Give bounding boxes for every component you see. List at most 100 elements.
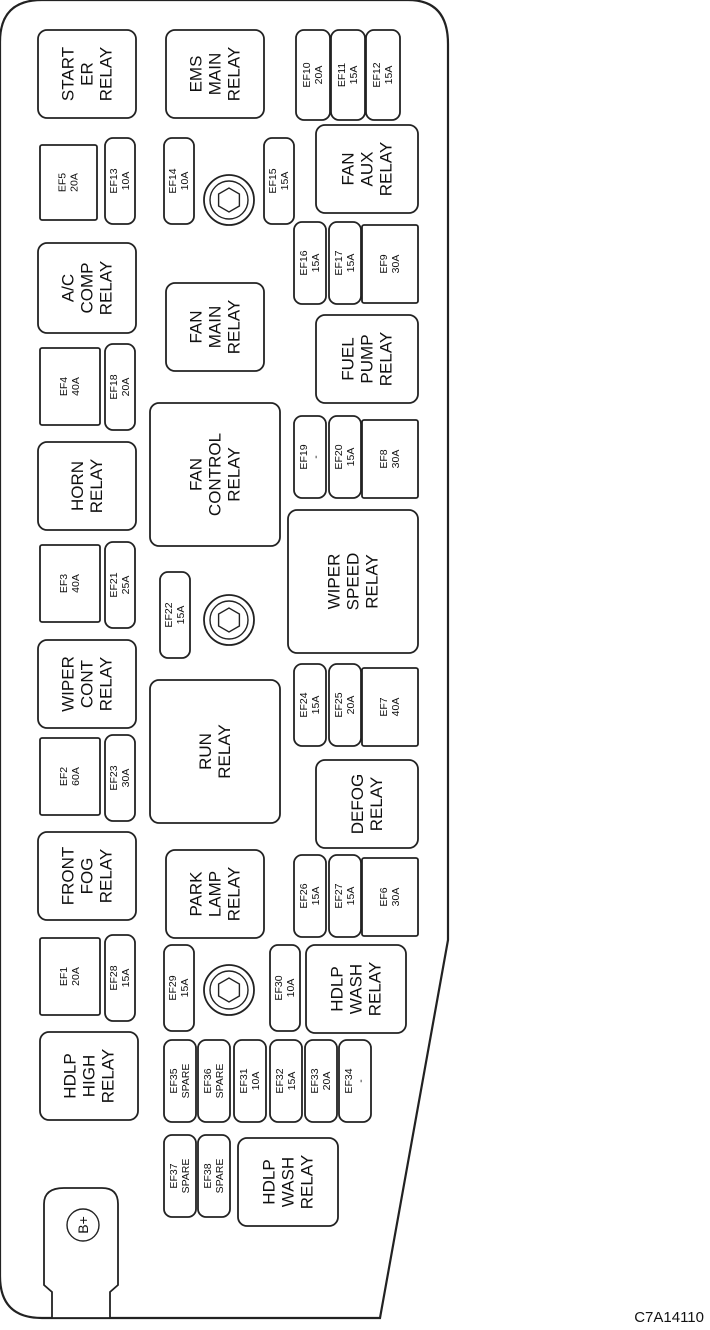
relay-label-line: PUMP [358, 334, 377, 383]
fuse-id-label: EF4 [58, 377, 70, 396]
fuse-id-label: EF29 [167, 975, 179, 1000]
bolt-hex-head [217, 607, 241, 633]
relay-label-line: RELAY [363, 554, 382, 609]
relay-label-line: RELAY [225, 300, 244, 355]
battery-terminal: B+ [43, 1187, 119, 1319]
fuse-body [361, 857, 419, 937]
fuse-body [163, 1039, 197, 1123]
fuse-rating-label: 20A [321, 1072, 333, 1091]
fuse-id-label: EF20 [333, 444, 345, 469]
fuse-body [39, 347, 101, 426]
fuse-rating-label: 30A [390, 888, 402, 907]
bolt-washer [209, 180, 249, 220]
fuse-body [163, 1134, 197, 1218]
fuse-id-label: EF11 [336, 63, 348, 87]
relay-label-line: ER [78, 62, 97, 86]
relay-body [315, 124, 419, 214]
bolt-washer [209, 600, 249, 640]
fuse-id-label: EF25 [333, 692, 345, 717]
relay-label-line: WASH [279, 1157, 298, 1207]
fuse-id-label: EF34 [343, 1068, 355, 1093]
fuse-ef19: EF19- [293, 415, 327, 499]
fuse-id-label: EF24 [298, 692, 310, 717]
relay-label-line: RELAY [225, 47, 244, 102]
fuse-id-label: EF3 [58, 574, 70, 593]
fuse-body [295, 29, 331, 121]
relay-body [37, 29, 137, 119]
fuse-body [269, 944, 301, 1032]
fuse-body [293, 854, 327, 938]
fuse-id-label: EF1 [58, 967, 70, 986]
battery-terminal-housing [43, 1187, 119, 1319]
fuse-rating-label: 15A [120, 969, 132, 988]
fuse-body [304, 1039, 338, 1123]
fuse-body [159, 571, 191, 659]
relay-label-line: RELAY [97, 657, 116, 712]
fuse-body [361, 419, 419, 499]
fuse-body [104, 934, 136, 1022]
fuse-rating-label: 40A [70, 574, 82, 593]
fuse-id-label: EF26 [298, 883, 310, 908]
relay-label-line: RELAY [87, 459, 106, 514]
relay-label-line: RELAY [366, 962, 385, 1017]
fuse-rating-label: 20A [69, 173, 81, 192]
fuse-body [293, 221, 327, 305]
relay-label-line: FAN [187, 310, 206, 343]
relay-label-line: AUX [358, 152, 377, 187]
relay-label-line: CONT [78, 660, 97, 708]
relay-label-line: HDLP [61, 1053, 80, 1098]
fuse-body [197, 1039, 231, 1123]
relay-body [165, 29, 265, 119]
battery-terminal-ring [66, 1208, 100, 1242]
relay-label-line: HDLP [260, 1159, 279, 1204]
fuse-rating-label: 10A [179, 172, 191, 191]
relay-label-line: FRONT [59, 847, 78, 906]
fuse-rating-label: 15A [345, 448, 357, 467]
fuse-id-label: EF16 [298, 250, 310, 275]
relay-body [287, 509, 419, 654]
relay-label-line: CONTROL [206, 433, 225, 516]
relay-body [37, 242, 137, 334]
relay-label-line: WIPER [325, 554, 344, 610]
relay-label-line: SPEED [344, 553, 363, 611]
fuse-body [328, 854, 362, 938]
relay-body [305, 944, 407, 1034]
figure-code: C7A14110 [634, 1309, 704, 1326]
fuse-body [263, 137, 295, 225]
relay-body [165, 282, 265, 372]
relay-body [165, 849, 265, 939]
fuse-rating-label: 30A [390, 450, 402, 469]
fuse-rating-label: 15A [345, 254, 357, 273]
fuse-rating-label: 10A [285, 979, 297, 998]
relay-label-line: RELAY [225, 447, 244, 502]
fuse-rating-label: 15A [345, 887, 357, 906]
fuse-rating-label: 15A [279, 172, 291, 191]
mounting-bolt [203, 594, 255, 646]
relay-label-line: START [59, 47, 78, 101]
relay-label-line: RELAY [377, 332, 396, 387]
fuse-id-label: EF9 [378, 254, 390, 273]
fuse-id-label: EF30 [273, 975, 285, 1000]
bolt-outer-ring [203, 174, 255, 226]
